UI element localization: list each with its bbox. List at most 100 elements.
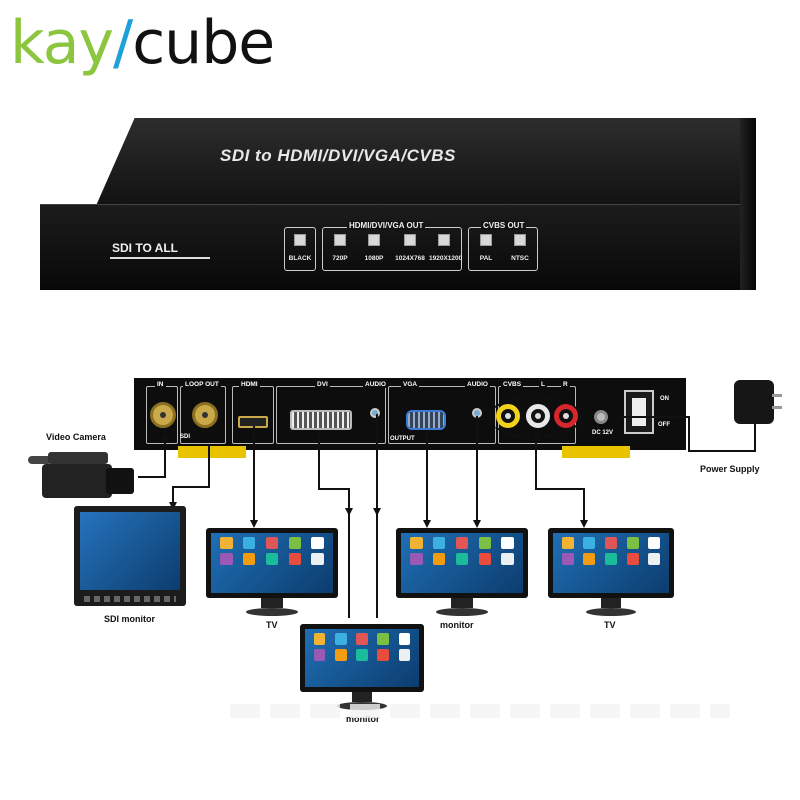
sdi-monitor-icon [74,506,186,606]
pal-label: PAL [479,255,493,262]
off-label: OFF [658,422,670,428]
camera-caption: Video Camera [46,432,106,442]
1920x1200-label: 1920X1200 [429,255,463,262]
monitor-screen [80,512,180,590]
tv-bezel [548,528,674,598]
sdi-loop-out-bnc-port[interactable] [192,402,218,428]
sdi-label: SDI [180,434,191,440]
audio-jack-1[interactable] [370,408,380,418]
monitor-bottom-caption: monitor [346,714,380,724]
tv-screen [553,533,669,593]
front-device: SDI to HDMI/DVI/VGA/CVBS SDI TO ALL BLAC… [40,118,756,293]
dvi-wire [318,488,350,490]
arrow-down-icon [580,520,588,528]
black-button-box: BLACK [284,227,316,271]
loop-wire [208,446,210,488]
button-square [514,234,526,246]
power-adapter-icon [734,380,782,424]
power-wire [620,416,690,418]
1024x768-label: 1024X768 [395,255,425,262]
black-button[interactable]: BLACK [285,230,315,266]
pal-button[interactable]: PAL [471,230,501,266]
hdmi-label: HDMI [239,381,260,388]
black-button-label: BLACK [288,255,312,262]
monitor-center-caption: monitor [440,620,474,630]
monitor-stand [451,598,473,608]
dc-12v-label: DC 12V [592,430,614,436]
vga-port[interactable] [406,410,446,430]
arrow-down-icon [473,520,481,528]
tv-base [585,608,637,616]
video-camera-icon [28,446,138,506]
power-supply-caption: Power Supply [700,464,760,474]
sdi-in-box: IN [146,381,178,444]
power-switch[interactable] [624,390,654,434]
audio-wire-2 [476,416,478,526]
monitor-base [435,608,489,616]
monitor-stand [352,692,372,702]
right-foot [562,446,630,458]
camera-wire [164,440,166,478]
logo-cube: cube [132,8,275,78]
audio-label-1: AUDIO [363,381,388,388]
button-square [404,234,416,246]
camera-body [42,464,112,498]
tv-base [245,608,299,616]
ntsc-label: NTSC [511,255,529,262]
loop-out-label: LOOP OUT [183,381,221,388]
loop-out-box: LOOP OUT [180,381,226,444]
ntsc-button[interactable]: NTSC [505,230,535,266]
arrow-down-icon [423,520,431,528]
tv-screen [211,533,333,593]
device-title: SDI to HDMI/DVI/VGA/CVBS [220,146,456,165]
faint-watermark [230,704,730,718]
cvbs-label: CVBS [501,381,524,388]
button-square [334,234,346,246]
power-wire [688,416,690,452]
1080p-label: 1080P [364,255,384,262]
dvi-wire [318,430,320,490]
tv-stand [600,598,622,608]
dc-power-port[interactable] [594,410,608,424]
tv-stand [261,598,283,608]
1920x1200-button[interactable]: 1920X1200 [429,230,463,266]
monitor-screen [305,629,419,687]
monitor-bezel [396,528,528,598]
720p-button[interactable]: 720P [325,230,355,266]
power-wire [688,450,756,452]
sdi-in-bnc-port[interactable] [150,402,176,428]
arrow-down-icon [345,508,353,516]
loop-wire [172,486,210,488]
plug-prong [772,406,782,409]
monitor-controls [84,596,176,602]
bottom-monitor-icon [300,624,424,710]
dvi-wire [348,488,350,618]
cvbs-out-group-title: CVBS OUT [481,221,527,230]
button-square [294,234,306,246]
1080p-button[interactable]: 1080P [359,230,389,266]
logo-kay: kay [10,8,114,78]
r-label: R [561,381,570,388]
cvbs-wire [535,488,585,490]
720p-label: 720P [332,255,348,262]
switch-rocker [632,398,646,426]
cvbs-wire [583,488,585,526]
dvi-port[interactable] [290,410,352,430]
sdi-monitor-caption: SDI monitor [104,614,155,624]
device-top [95,118,755,208]
camera-handle [48,452,108,464]
audio-label-2: AUDIO [465,381,490,388]
tv-1-icon [206,528,338,616]
device-front-face: SDI TO ALL BLACK HDMI/DVI/VGA OUT 720P 1… [40,204,756,290]
arrow-down-icon [373,508,381,516]
vga-label: VGA [401,381,420,388]
on-label: ON [660,396,669,402]
tv-2-caption: TV [604,620,616,630]
label-underline [110,257,210,259]
camera-wire [138,476,166,478]
dvi-label: DVI [315,381,330,388]
cvbs-highlight-ellipse [488,396,582,438]
1024x768-button[interactable]: 1024X768 [395,230,425,266]
hdmi-out-group-title: HDMI/DVI/VGA OUT [347,221,426,230]
arrow-up-icon [161,434,169,442]
